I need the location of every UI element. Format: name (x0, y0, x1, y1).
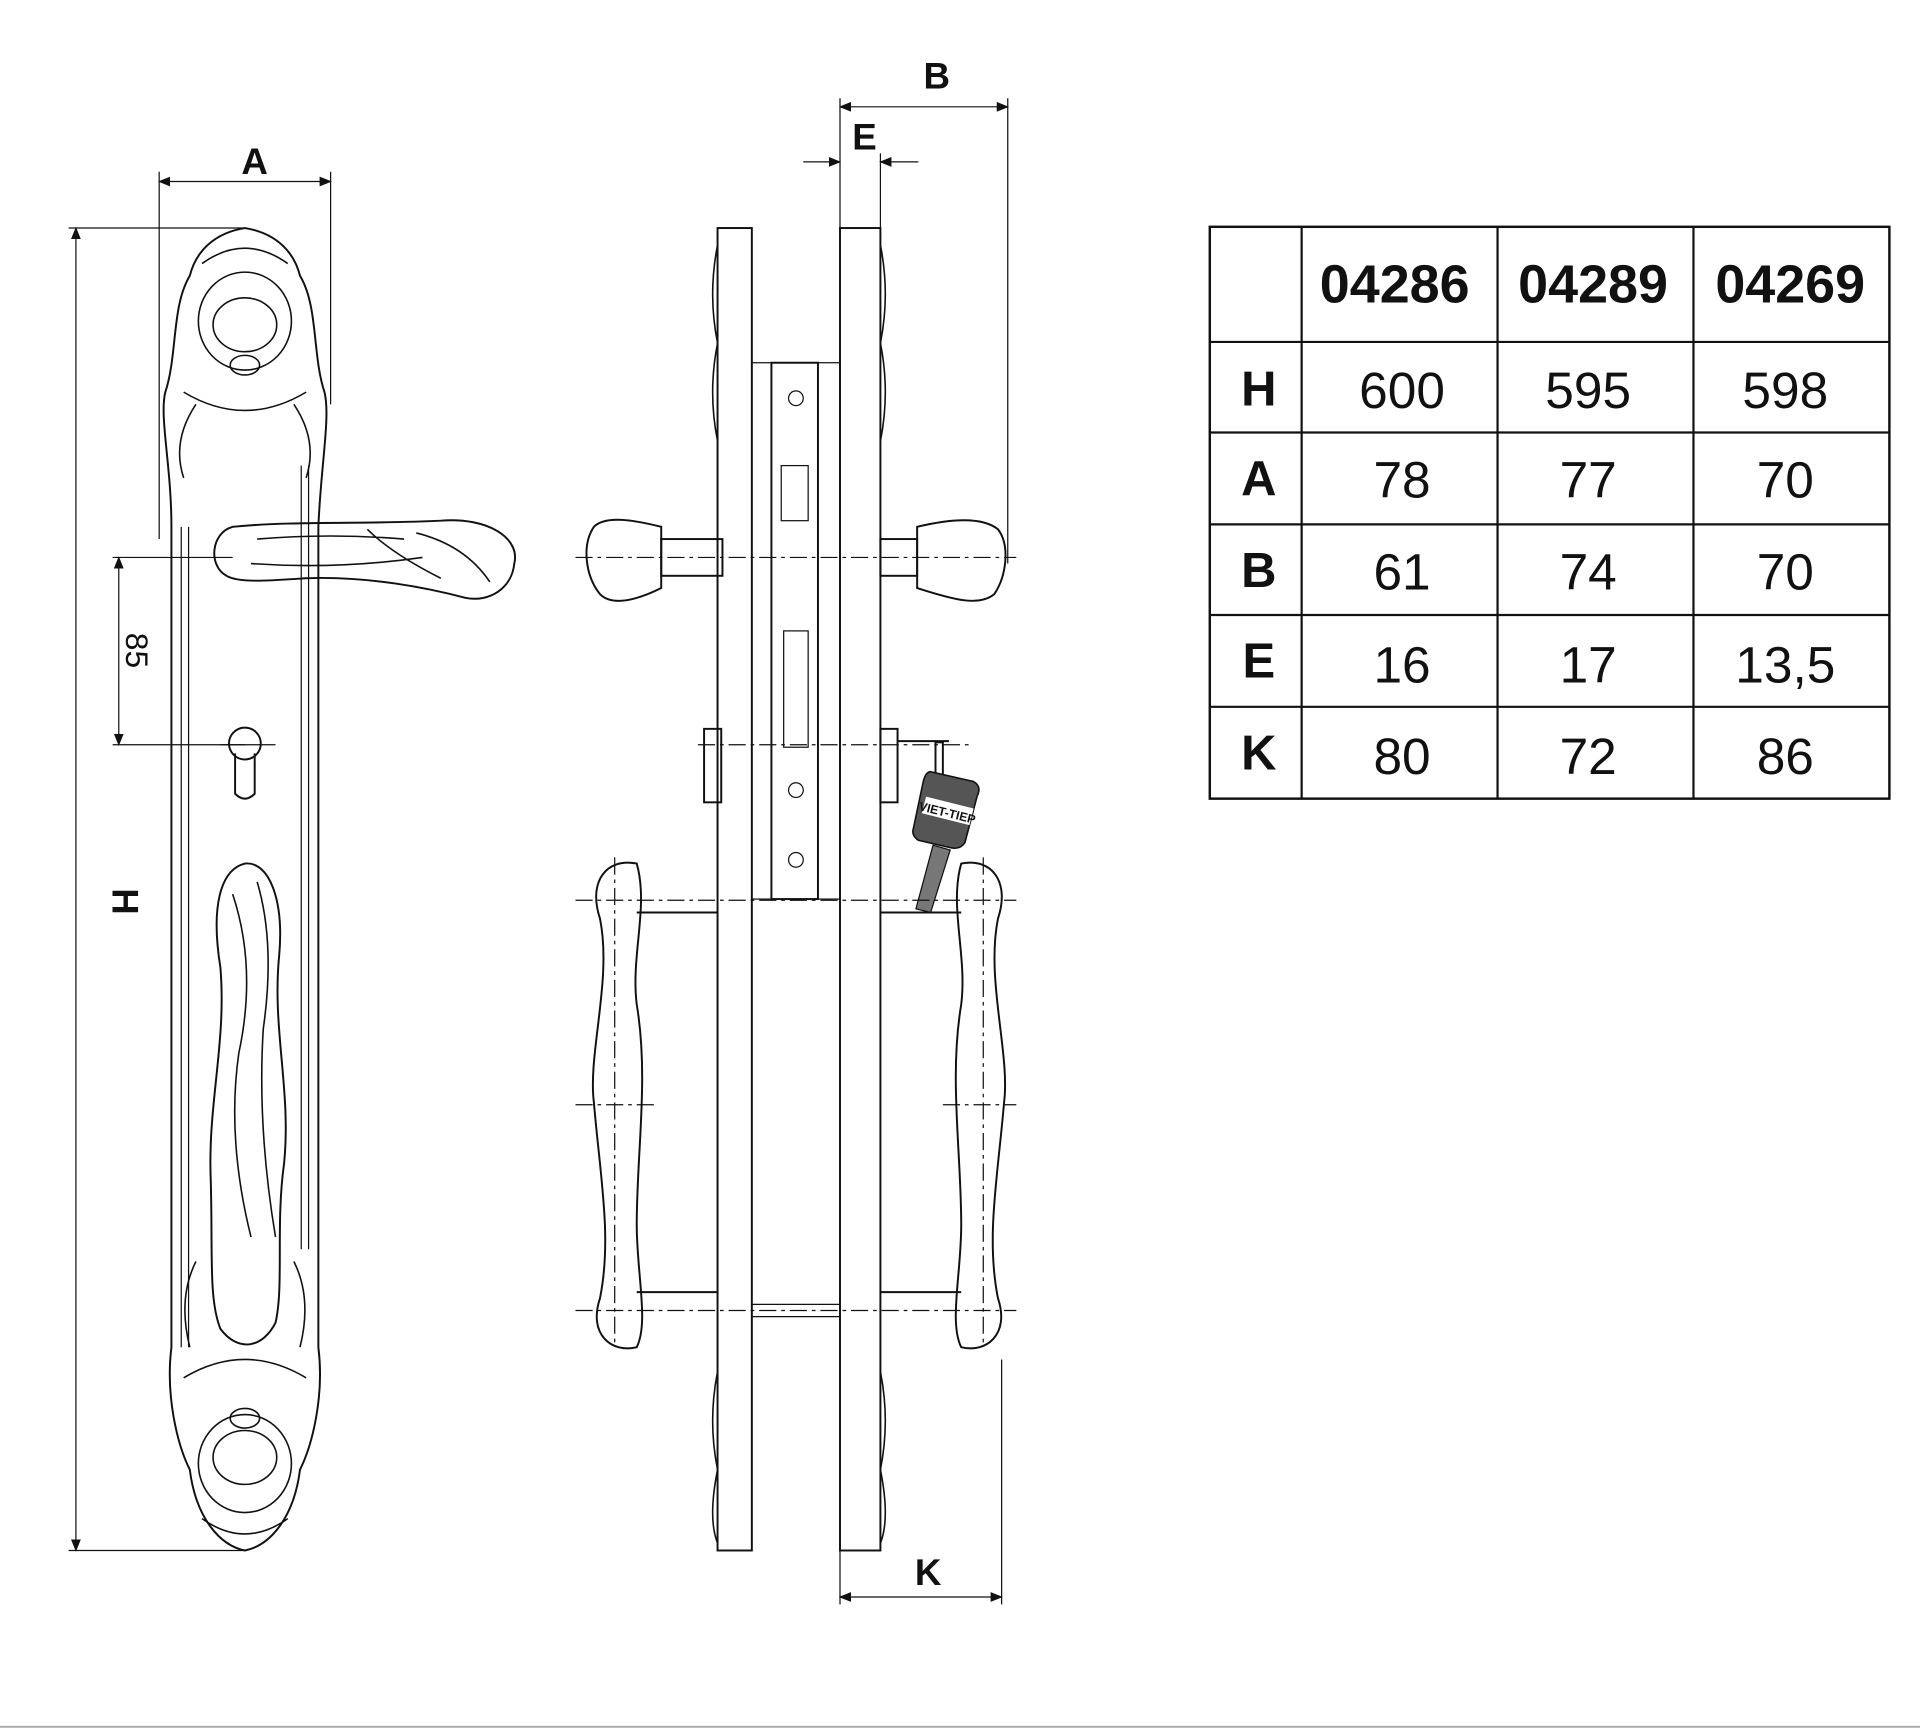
dimensions-table: 04286 04289 04269 H 600 595 598 A 78 77 … (1208, 225, 1891, 800)
row-label: H (1241, 363, 1276, 417)
dim-label-a: A (241, 141, 268, 182)
table-cell: 61 (1373, 542, 1430, 600)
table-cell: 78 (1373, 450, 1430, 508)
column-header: 04289 (1518, 255, 1668, 315)
front-view: A H 85 (68, 141, 517, 1552)
row-label: A (1241, 452, 1276, 506)
table-cell: 17 (1560, 635, 1617, 693)
table-cell: 600 (1359, 361, 1445, 419)
dim-label-k: K (915, 1552, 942, 1593)
table-row: H 600 595 598 (1241, 361, 1828, 419)
row-label: B (1241, 544, 1276, 598)
table-cell: 77 (1560, 450, 1617, 508)
table-cell: 70 (1757, 542, 1814, 600)
table-cell: 80 (1373, 727, 1430, 785)
table-row: E 16 17 13,5 (1242, 634, 1835, 693)
dim-label-e: E (852, 117, 877, 158)
table-row: B 61 74 70 (1241, 542, 1814, 600)
dim-label-b: B (923, 55, 950, 96)
row-label: K (1241, 726, 1276, 780)
dim-label-h: H (105, 888, 146, 915)
key-icon: VIET-TIEP (912, 741, 980, 914)
column-header: 04286 (1320, 255, 1470, 315)
table-cell: 86 (1757, 727, 1814, 785)
side-view: B E K VIET (575, 55, 1017, 1605)
dim-label-85: 85 (119, 633, 155, 668)
table-cell: 70 (1757, 450, 1814, 508)
table-row: A 78 77 70 (1241, 450, 1814, 508)
table-row: K 80 72 86 (1241, 726, 1814, 785)
table-cell: 595 (1545, 361, 1631, 419)
table-cell: 72 (1560, 727, 1617, 785)
table-cell: 74 (1560, 542, 1617, 600)
column-header: 04269 (1715, 255, 1865, 315)
table-cell: 16 (1373, 635, 1430, 693)
row-label: E (1242, 634, 1275, 688)
table-cell: 13,5 (1735, 635, 1835, 693)
table-cell: 598 (1742, 361, 1828, 419)
